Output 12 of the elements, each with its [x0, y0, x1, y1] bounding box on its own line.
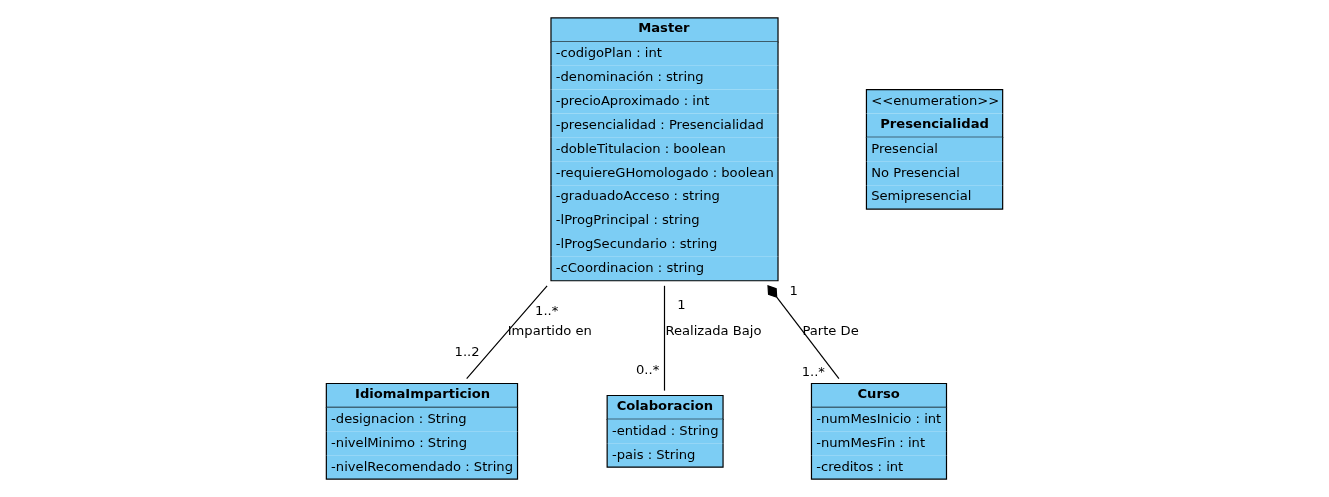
label: 1	[789, 282, 798, 298]
edge-label: Realizada Bajo	[665, 323, 762, 339]
connector	[466, 285, 548, 380]
connector	[663, 285, 666, 392]
edge-label: Impartido en	[507, 323, 592, 339]
label: 1..*	[801, 364, 825, 380]
label: 1	[677, 297, 686, 313]
label: 0..*	[635, 361, 660, 377]
connector	[767, 284, 840, 380]
label: 1..2	[454, 343, 480, 359]
label: 1..*	[535, 303, 559, 319]
edge-label: Parte De	[802, 323, 859, 339]
